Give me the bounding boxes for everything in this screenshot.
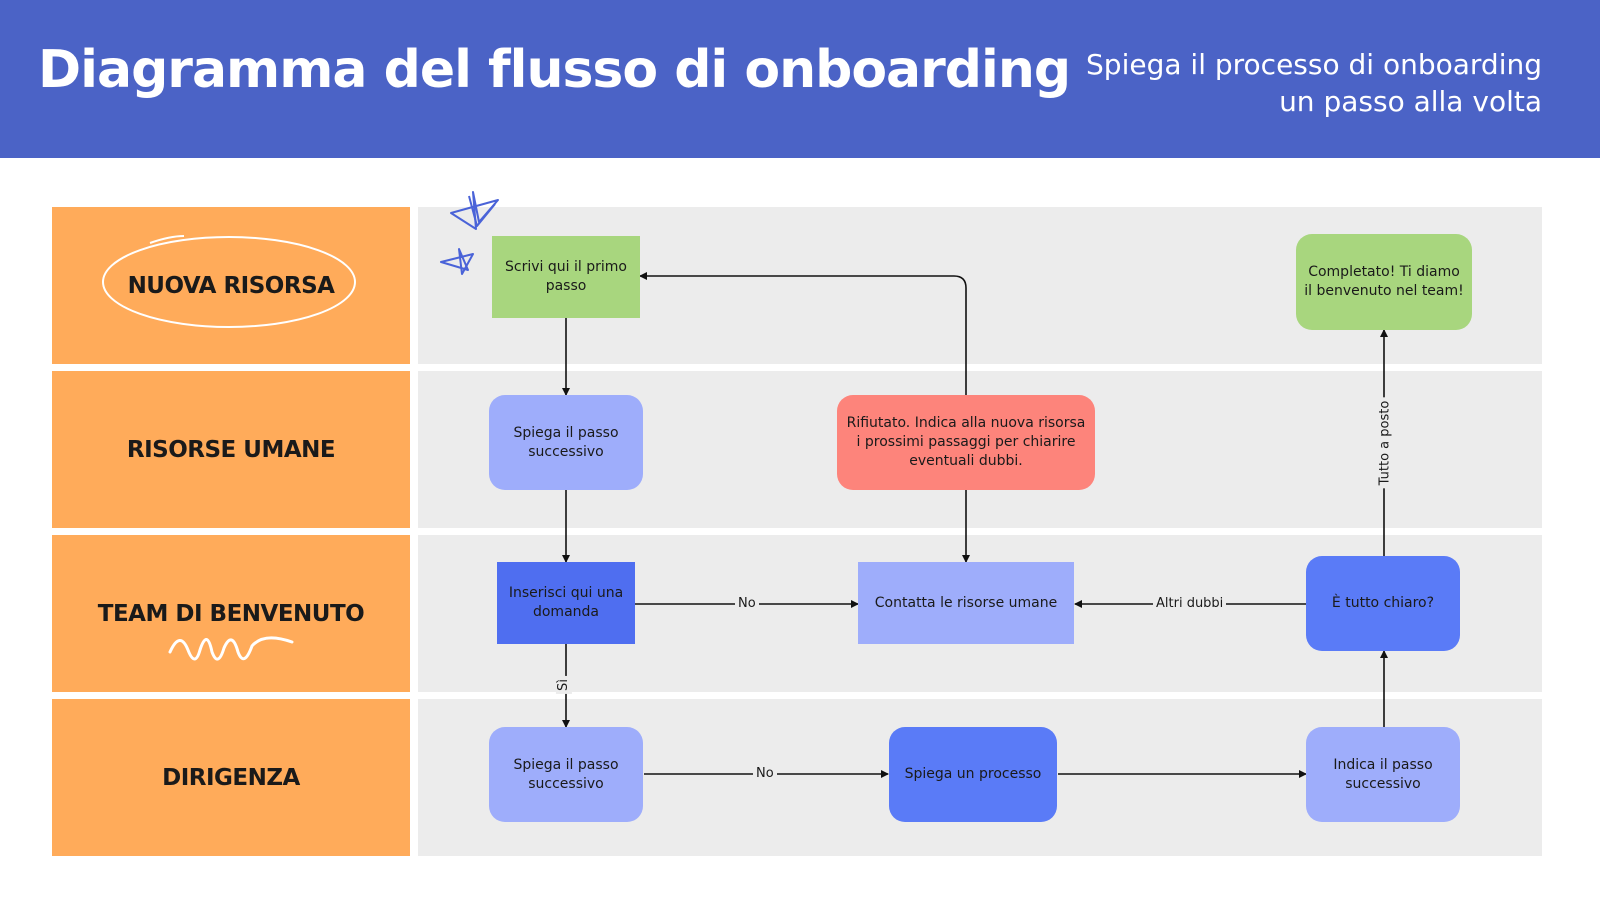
edge-label-no: No bbox=[735, 596, 759, 612]
node-question: Inserisci qui una domanda bbox=[497, 562, 635, 644]
lane-label-welcome-team: TEAM DI BENVENUTO bbox=[52, 535, 410, 692]
lane-label-text: RISORSE UMANE bbox=[126, 436, 336, 463]
edge-label-all-good: Tutto a posto bbox=[1377, 397, 1394, 489]
page-title: Diagramma del flusso di onboarding bbox=[38, 40, 1071, 100]
node-all-clear: È tutto chiaro? bbox=[1306, 556, 1460, 651]
edge-rejected-to-first bbox=[639, 272, 967, 395]
lane-label-text: DIRIGENZA bbox=[162, 764, 300, 791]
edge-label-yes: Sì bbox=[555, 676, 572, 694]
lane-label-new-hire: NUOVA RISORSA bbox=[52, 207, 410, 364]
lane-label-management: DIRIGENZA bbox=[52, 699, 410, 856]
lane-label-text: TEAM DI BENVENUTO bbox=[97, 600, 365, 627]
subtitle-line-1: Spiega il processo di onboarding bbox=[1086, 48, 1542, 81]
node-rejected: Rifiutato. Indica alla nuova risorsa i p… bbox=[837, 395, 1095, 490]
node-indicate-next-step: Indica il passo successivo bbox=[1306, 727, 1460, 822]
node-first-step: Scrivi qui il primo passo bbox=[492, 236, 640, 318]
page-subtitle: Spiega il processo di onboarding un pass… bbox=[982, 46, 1542, 120]
circle-scribble-tail bbox=[149, 235, 185, 244]
star-doodle-icon bbox=[440, 191, 499, 275]
node-management-next-step: Spiega il passo successivo bbox=[489, 727, 643, 822]
node-explain-process: Spiega un processo bbox=[889, 727, 1057, 822]
lane-label-hr: RISORSE UMANE bbox=[52, 371, 410, 528]
node-hr-next-step: Spiega il passo successivo bbox=[489, 395, 643, 490]
circle-scribble-icon bbox=[102, 236, 356, 328]
node-completed: Completato! Ti diamo il benvenuto nel te… bbox=[1296, 234, 1472, 330]
header: Diagramma del flusso di onboarding Spieg… bbox=[0, 0, 1600, 158]
edge-label-management-no: No bbox=[753, 766, 777, 782]
subtitle-line-2: un passo alla volta bbox=[1279, 85, 1542, 118]
edge-label-other-doubts: Altri dubbi bbox=[1153, 596, 1227, 612]
lane-label-text: NUOVA RISORSA bbox=[127, 272, 335, 299]
wave-scribble-icon bbox=[168, 636, 294, 661]
node-contact-hr: Contatta le risorse umane bbox=[858, 562, 1074, 644]
